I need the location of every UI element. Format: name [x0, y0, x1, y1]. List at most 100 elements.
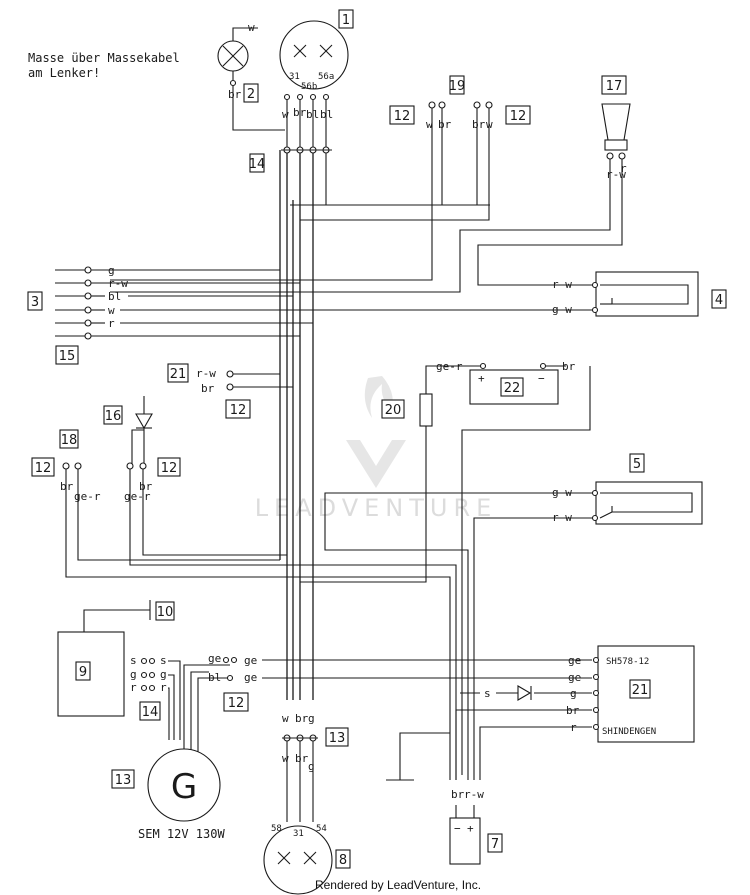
ground-symbol	[386, 732, 450, 781]
svg-text:w: w	[282, 712, 289, 725]
regulator-model: SH578-12	[606, 657, 649, 667]
svg-text:br: br	[139, 480, 153, 493]
wire-br-head: br	[293, 106, 307, 119]
svg-text:g: g	[308, 760, 315, 773]
svg-text:2: 2	[247, 87, 255, 102]
svg-text:5: 5	[633, 457, 641, 472]
switch-4: r-w g-w 4	[552, 271, 727, 317]
svg-text:12: 12	[35, 461, 52, 476]
headlamp: 31 56b 56a	[279, 20, 349, 101]
svg-text:22: 22	[504, 381, 521, 396]
svg-text:+: +	[467, 822, 474, 835]
battery-22: + − 22 br	[461, 360, 591, 775]
svg-text:19: 19	[449, 79, 466, 94]
svg-text:s: s	[484, 687, 491, 700]
svg-text:r: r	[620, 162, 627, 175]
switch-5: 5 g-w r-w	[324, 453, 703, 780]
svg-text:r: r	[160, 681, 167, 694]
wire-bl-head2: bl	[320, 108, 333, 121]
fuse-21: 20 ge-r	[300, 360, 480, 583]
svg-text:w: w	[282, 752, 289, 765]
horn: 17 r-w r	[110, 75, 631, 293]
svg-text:54: 54	[316, 824, 327, 834]
label-14-upper: 14	[249, 153, 266, 173]
svg-text:r-w: r-w	[464, 788, 484, 801]
svg-text:8: 8	[339, 853, 347, 868]
svg-text:10: 10	[157, 605, 174, 620]
svg-text:9: 9	[79, 665, 87, 680]
svg-text:21: 21	[170, 367, 187, 382]
connector-13: w br g 13 w br g	[282, 712, 349, 822]
svg-text:r-w: r-w	[606, 168, 626, 181]
svg-text:12: 12	[161, 461, 178, 476]
label-12-b: 12	[505, 105, 531, 125]
label-2: 2	[243, 83, 259, 103]
wire-bl-head: bl	[306, 108, 319, 121]
svg-text:w: w	[426, 118, 433, 131]
svg-text:br: br	[201, 382, 215, 395]
svg-text:br: br	[295, 712, 309, 725]
svg-text:br: br	[451, 788, 465, 801]
svg-text:ge-r: ge-r	[436, 360, 463, 373]
svg-text:br: br	[60, 480, 74, 493]
svg-text:1: 1	[342, 13, 350, 28]
svg-text:4: 4	[715, 293, 723, 308]
label-12-a: 12	[389, 105, 415, 125]
svg-text:58: 58	[271, 824, 282, 834]
svg-text:ge: ge	[568, 671, 581, 684]
svg-text:+: +	[478, 372, 485, 385]
generator-11: G 13 SEM 12V 130W	[111, 664, 230, 841]
svg-text:br: br	[472, 118, 486, 131]
svg-text:bl: bl	[208, 671, 221, 684]
svg-text:ge-r: ge-r	[124, 490, 151, 503]
svg-text:13: 13	[115, 773, 132, 788]
svg-text:12: 12	[394, 109, 411, 124]
svg-text:−: −	[454, 822, 461, 835]
svg-text:r: r	[130, 681, 137, 694]
connector-19: 18 12 br ge-r	[31, 429, 451, 780]
connector-12-ge: ge ge bl ge 12	[208, 652, 592, 712]
svg-text:ge: ge	[244, 654, 257, 667]
svg-text:21: 21	[632, 683, 649, 698]
svg-text:3: 3	[31, 295, 39, 310]
regulator-20: SH578-12 21 SHINDENGEN ge ge g br r s	[455, 645, 695, 780]
svg-text:g-w: g-w	[552, 303, 572, 316]
tail-lamp-8: 58 31 54 8	[263, 824, 351, 895]
svg-text:ge: ge	[208, 652, 221, 665]
svg-text:14: 14	[142, 705, 159, 720]
svg-text:s: s	[130, 654, 137, 667]
svg-text:s: s	[160, 654, 167, 667]
ground-note-line1: Masse über Massekabel	[28, 51, 180, 65]
headlamp-terminal-31: 31	[289, 72, 300, 82]
generator-spec: SEM 12V 130W	[138, 827, 225, 841]
watermark-text: LEADVENTURE	[255, 494, 498, 522]
svg-text:17: 17	[606, 79, 623, 94]
ignition-unit-9: 9 10 s g r s g r 14	[57, 600, 181, 740]
svg-text:br: br	[295, 752, 309, 765]
ground-note-line2: am Lenker!	[28, 66, 100, 80]
credit-text: Rendered by LeadVenture, Inc.	[315, 878, 481, 892]
svg-text:br: br	[438, 118, 452, 131]
svg-text:g: g	[160, 668, 167, 681]
svg-text:16: 16	[105, 409, 122, 424]
label-1: 1	[338, 9, 354, 29]
svg-text:20: 20	[385, 403, 402, 418]
svg-text:31: 31	[293, 829, 304, 839]
svg-text:w: w	[108, 304, 115, 317]
connector-20-small: 21 r-w br 12	[167, 363, 293, 419]
svg-text:ge: ge	[568, 654, 581, 667]
headlamp-terminal-56a: 56a	[318, 72, 334, 82]
svg-text:12: 12	[510, 109, 527, 124]
svg-text:13: 13	[329, 731, 346, 746]
starter-relay-7: br r-w − + 7	[449, 788, 503, 865]
svg-text:ge-r: ge-r	[74, 490, 101, 503]
svg-text:br: br	[562, 360, 576, 373]
svg-text:7: 7	[491, 837, 499, 852]
svg-text:14: 14	[249, 157, 266, 172]
parking-lamp: w br	[217, 21, 285, 131]
svg-text:18: 18	[61, 433, 78, 448]
svg-text:bl: bl	[108, 290, 121, 303]
wire-w-parking: w	[248, 21, 255, 34]
svg-text:g: g	[308, 712, 315, 725]
